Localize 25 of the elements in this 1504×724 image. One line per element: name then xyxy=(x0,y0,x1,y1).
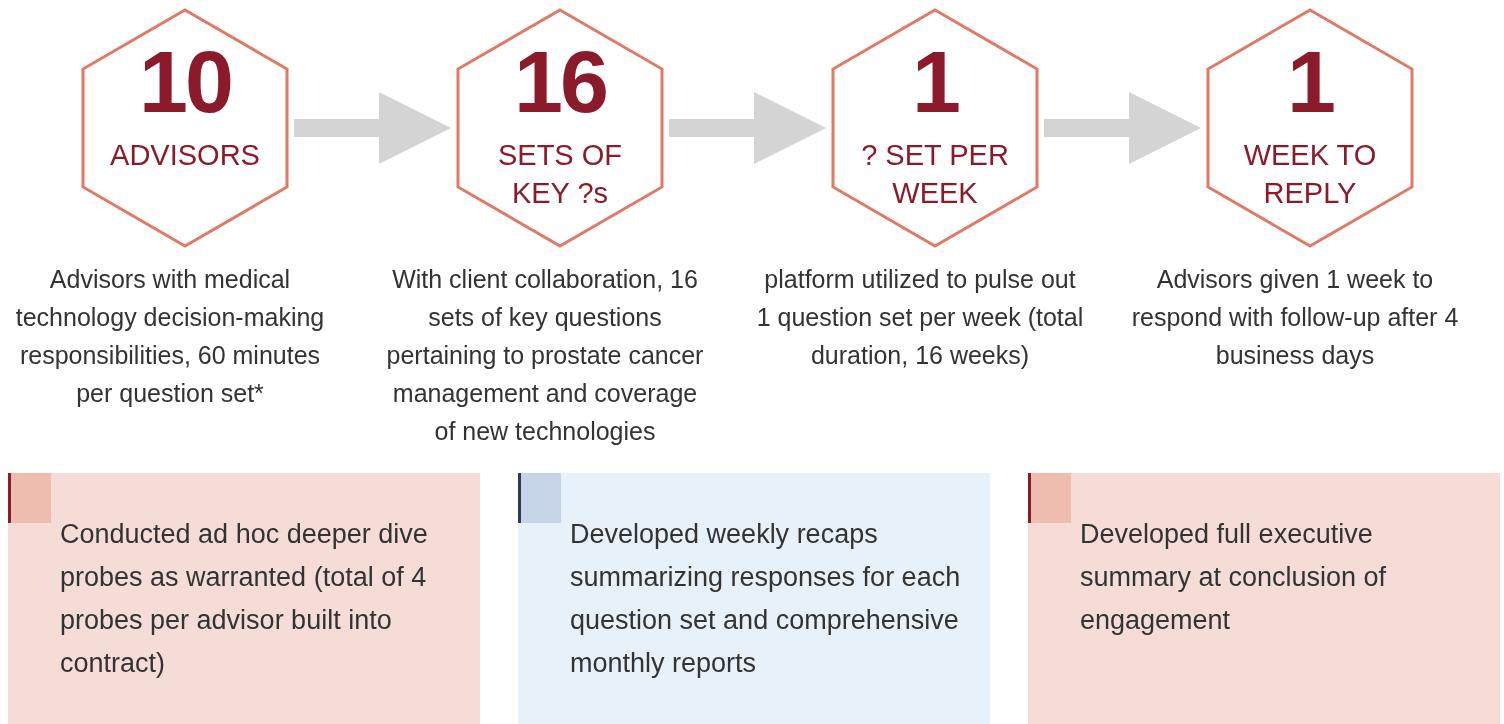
hexagon-badge xyxy=(1205,8,1415,248)
stat-label: WEEK TO REPLY xyxy=(1242,138,1378,211)
chevron-arrow xyxy=(1044,92,1201,164)
summary-panel xyxy=(518,473,990,724)
stat-number: 16 xyxy=(513,36,607,128)
description-text: platform utilized to pulse out 1 question set per week (total duration, 16 weeks) xyxy=(755,264,1085,371)
chevron-arrow xyxy=(669,92,826,164)
stat-number: 1 xyxy=(1286,36,1335,128)
hexagon-badge xyxy=(455,8,665,248)
panel-text: Conducted ad hoc deeper dive probes as warranted (total of 4 probes per advisor built into contract) xyxy=(60,518,429,680)
hexagon-badge xyxy=(80,8,290,248)
hexagon-badge xyxy=(830,8,1040,248)
description-text: Advisors with medical technology decision-making responsibilities, 60 minutes per question set* xyxy=(14,264,326,409)
stat-number: 10 xyxy=(138,36,232,128)
chevron-arrow xyxy=(294,92,451,164)
stat-label: ADVISORS xyxy=(109,138,261,173)
summary-panel xyxy=(1028,473,1500,724)
stat-label: SETS OF KEY ?s xyxy=(496,138,624,211)
summary-panel xyxy=(8,473,480,724)
description-text: Advisors given 1 week to respond with follow-up after 4 business days xyxy=(1130,264,1460,371)
stat-number: 1 xyxy=(911,36,960,128)
description-text: With client collaboration, 16 sets of key questions pertaining to prostate cancer management and coverage of new technologies xyxy=(385,264,705,447)
stat-label: ? SET PER WEEK xyxy=(860,138,1010,211)
panel-text: Developed weekly recaps summarizing responses for each question set and comprehensive monthly reports xyxy=(570,518,962,680)
panel-text: Developed full executive summary at conclusion of engagement xyxy=(1080,518,1388,637)
